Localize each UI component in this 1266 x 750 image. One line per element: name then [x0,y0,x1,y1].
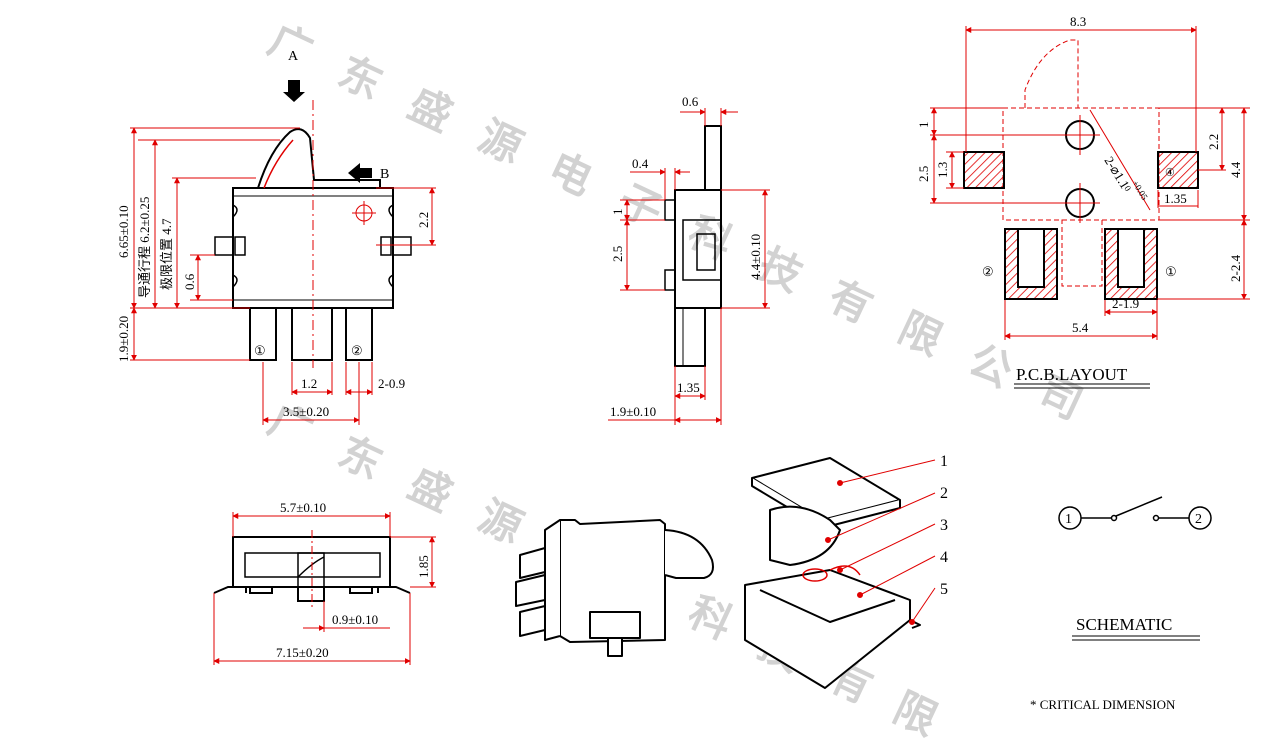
side-dim-1-35: 1.35 [677,380,700,395]
critical-dimension-note: * CRITICAL DIMENSION [1030,697,1176,712]
pcb-dim-hole-tol-lower: 0 [1122,184,1133,194]
watermark-char: 源 [471,491,530,553]
pcb-layout-title: P.C.B.LAYOUT [1016,365,1128,384]
pcb-dim-4-4: 4.4 [1228,161,1243,178]
watermark-char: 盛 [401,79,460,141]
watermark-char: 科 [681,207,740,269]
pcb-layout: ④ ② ① [916,14,1250,389]
side-dim-0-6: 0.6 [682,94,699,109]
watermark-char: 东 [331,47,390,109]
watermark-char: 限 [886,683,945,745]
side-dim-1: 1 [610,209,625,216]
dim-3-5: 3.5±0.20 [283,404,329,419]
pcb-dim-1: 1 [916,122,931,129]
front-view: ① ② A B [116,49,436,425]
dim-6-65: 6.65±0.10 [116,205,131,258]
side-dim-1-9: 1.9±0.10 [610,404,656,419]
callout-1: 1 [940,453,948,470]
dim-limit: 极限位置 4.7 [159,218,174,290]
watermark-char: 公 [961,335,1020,397]
schematic-pin-2: 2 [1195,512,1202,527]
bottom-dim-1-85: 1.85 [416,555,431,578]
schematic-pin-1: 1 [1065,512,1072,527]
watermark-char: 限 [891,303,950,365]
bottom-view: 5.7±0.10 1.85 0.9±0.10 7.15±0.20 [213,500,436,665]
pcb-dim-1-35: 1.35 [1164,191,1187,206]
dim-2-0-9: 2-0.9 [378,376,405,391]
bottom-dim-7-15: 7.15±0.20 [276,645,329,660]
side-dim-4-4: 4.4±0.10 [748,234,763,280]
schematic-title: SCHEMATIC [1076,615,1172,634]
bottom-dim-5-7: 5.7±0.10 [280,500,326,515]
view-a-label: A [288,49,299,64]
watermark-char: 子 [611,175,670,237]
pin-2-label: ② [351,343,363,358]
side-dim-0-4: 0.4 [632,156,649,171]
bottom-dim-0-9: 0.9±0.10 [332,612,378,627]
watermark-char: 东 [331,427,390,489]
dim-travel: 导通行程 6.2±0.25 [137,197,152,298]
pcb-dim-5-4: 5.4 [1072,320,1089,335]
dim-1-2: 1.2 [301,376,317,391]
dim-0-6: 0.6 [182,273,197,290]
side-view: 0.6 0.4 1 2.5 4.4±0.10 1.35 1.9±0.10 [608,94,770,425]
pcb-pad-1-label: ① [1165,264,1177,279]
watermark-char: 电 [541,143,600,205]
pcb-dim-1-3: 1.3 [935,162,950,178]
watermark-char: 盛 [401,459,460,521]
pcb-dim-2-2: 2.2 [1206,134,1221,150]
callout-2: 2 [940,485,948,502]
pcb-pin-4-mark: ④ [1165,167,1175,179]
watermark-char: 科 [681,587,740,649]
schematic: 1 2 SCHEMATIC [1058,496,1212,641]
view-b-label: B [380,167,389,182]
exploded-view: 1 2 3 4 5 [744,453,948,689]
dim-1-9: 1.9±0.20 [116,316,131,362]
callout-5: 5 [940,581,948,598]
pcb-dim-8-3: 8.3 [1070,14,1086,29]
assembled-3d-view [515,519,714,657]
watermark-char: 广 [261,15,320,77]
watermark-char: 源 [471,111,530,173]
side-dim-2-5: 2.5 [610,246,625,262]
pcb-pad-2-label: ② [982,264,994,279]
pcb-dim-2-1-9: 2-1.9 [1112,296,1139,311]
dim-2-2: 2.2 [416,212,431,228]
pcb-dim-2-5: 2.5 [916,166,931,182]
callout-4: 4 [940,549,948,566]
watermark-char: 有 [821,271,880,333]
pin-1-label: ① [254,343,266,358]
pcb-dim-hole-tol-upper: +0.05 [1130,179,1150,202]
callout-3: 3 [940,517,948,534]
pcb-dim-2-2-4: 2-2.4 [1228,254,1243,282]
